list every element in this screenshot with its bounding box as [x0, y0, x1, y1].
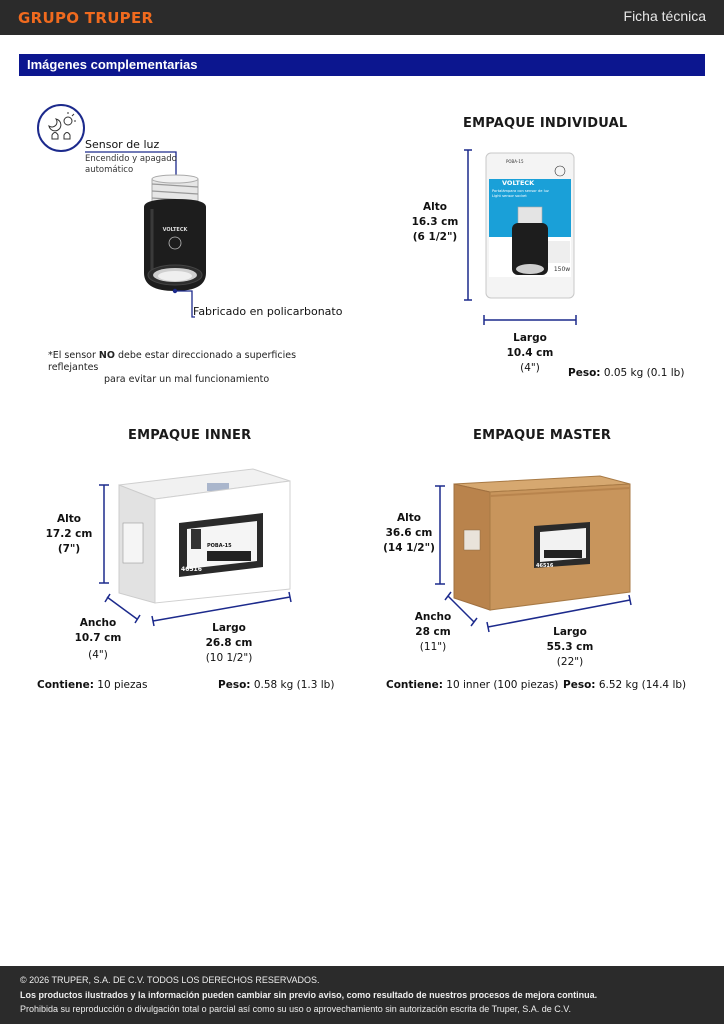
footer: © 2026 TRUPER, S.A. DE C.V. TODOS LOS DE… [0, 966, 724, 1024]
sensor-desc-2: automático [85, 165, 134, 175]
sensor-label: Sensor de luz [85, 138, 160, 151]
light-sensor-icon [37, 104, 85, 152]
inner-largo: Largo 26.8 cm (10 1/2") [205, 622, 253, 664]
individual-alto: Alto 16.3 cm (6 1/2") [411, 201, 459, 243]
sensor-note: *El sensor NO debe estar direccionado a … [48, 350, 297, 385]
sensor-desc-1: Encendido y apagado [85, 154, 177, 164]
material-label: Fabricado en policarbonato [193, 305, 343, 318]
product-illustration: VOLTECK [37, 104, 206, 318]
master-heading: EMPAQUE MASTER [473, 428, 612, 443]
svg-text:150w: 150w [554, 266, 570, 273]
inner-alto: Alto 17.2 cm (7") [45, 513, 93, 555]
inner-heading: EMPAQUE INNER [128, 428, 252, 443]
master-box-illustration: 46516 [435, 475, 632, 633]
footer-rights: Prohibida su reproducción o divulgación … [20, 1004, 571, 1014]
truper-logo: GRUPO TRUPER [18, 9, 154, 27]
inner-peso: Peso: 0.58 kg (1.3 lb) [218, 679, 335, 691]
individual-heading: EMPAQUE INDIVIDUAL [463, 116, 628, 131]
svg-text:Light sensor socket: Light sensor socket [492, 194, 527, 198]
section-title: Imágenes complementarias [27, 57, 198, 72]
svg-text:POBA-15: POBA-15 [207, 543, 232, 549]
page-title: Ficha técnica [623, 8, 706, 24]
individual-largo: Largo 10.4 cm (4") [506, 332, 554, 374]
master-largo: Largo 55.3 cm (22") [546, 626, 594, 668]
top-bar: GRUPO TRUPER Ficha técnica [0, 0, 724, 35]
inner-ancho: Ancho 10.7 cm (4") [74, 617, 122, 661]
master-alto: Alto 36.6 cm (14 1/2") [383, 512, 435, 554]
svg-text:VOLTECK: VOLTECK [163, 227, 189, 233]
socket-body: VOLTECK [144, 199, 206, 291]
svg-text:46516: 46516 [536, 563, 554, 569]
individual-package-illustration: POBA-15 VOLTECK Portalámpara con sensor … [464, 149, 577, 325]
svg-text:46516: 46516 [181, 566, 202, 573]
master-contiene: Contiene: 10 inner (100 piezas) [386, 679, 559, 691]
svg-text:VOLTECK: VOLTECK [502, 179, 535, 187]
footer-notice: Los productos ilustrados y la informació… [20, 990, 598, 1000]
section-header: Imágenes complementarias [19, 54, 705, 76]
master-peso: Peso: 6.52 kg (14.4 lb) [563, 679, 687, 691]
footer-copyright: © 2026 TRUPER, S.A. DE C.V. TODOS LOS DE… [20, 975, 320, 985]
svg-text:POBA-15: POBA-15 [506, 159, 524, 164]
inner-contiene: Contiene: 10 piezas [37, 679, 148, 691]
svg-text:Portalámpara con sensor de luz: Portalámpara con sensor de luz [492, 189, 549, 193]
individual-peso: Peso: 0.05 kg (0.1 lb) [568, 367, 685, 379]
inner-box-illustration: POBA-15 46516 [99, 468, 292, 627]
master-ancho: Ancho 28 cm (11") [414, 611, 452, 653]
